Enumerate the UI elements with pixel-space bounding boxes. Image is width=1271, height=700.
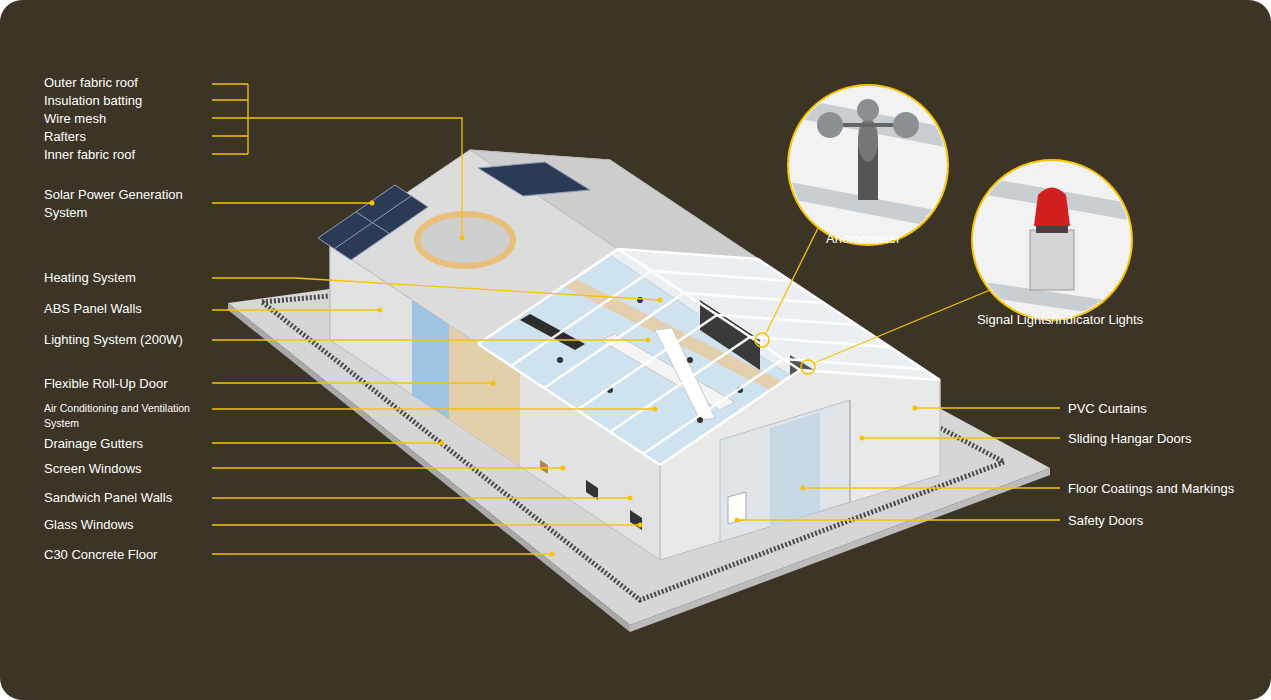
part-label: Floor Coatings and Markings xyxy=(1068,480,1263,498)
part-label: Drainage Gutters xyxy=(44,435,204,453)
signal-light-detail xyxy=(970,175,1140,320)
sliding-door xyxy=(720,400,850,542)
leader-dots xyxy=(370,201,918,557)
highlight-ring xyxy=(801,360,815,374)
part-label: Lighting System (200W) xyxy=(44,331,204,349)
part-label: Sliding Hangar Doors xyxy=(1068,430,1258,448)
door-seam xyxy=(850,400,851,502)
part-label: Anemometer xyxy=(826,230,926,248)
part-label: Screen Windows xyxy=(44,460,204,478)
roof-cutaway xyxy=(417,214,513,266)
part-label: Safety Doors xyxy=(1068,512,1258,530)
aircraft xyxy=(520,314,585,350)
part-label: Air Conditioning and Ventilation System xyxy=(44,401,209,431)
part-label: Solar Power Generation System xyxy=(44,186,194,222)
part-label: Sandwich Panel Walls xyxy=(44,489,204,507)
aircraft-wing xyxy=(655,328,715,420)
screen-window xyxy=(540,460,548,474)
solar-panel xyxy=(318,185,428,260)
window xyxy=(586,480,598,500)
part-label: ABS Panel Walls xyxy=(44,300,204,318)
safety-door xyxy=(728,492,746,524)
abs-wall xyxy=(449,324,520,466)
concrete-slab xyxy=(228,246,1050,625)
part-label: PVC Curtains xyxy=(1068,400,1258,418)
part-label: Wire mesh xyxy=(44,110,204,128)
highlight-ring xyxy=(755,333,769,347)
part-label: Signal Lights/Indicator Lights xyxy=(960,311,1160,329)
pvc-curtain xyxy=(770,412,820,527)
part-label: Flexible Roll-Up Door xyxy=(44,375,204,393)
window xyxy=(630,510,642,530)
zoom-circle xyxy=(788,85,948,245)
leader-lines xyxy=(212,84,1060,554)
part-label: Inner fabric roof xyxy=(44,146,204,164)
part-label: Insulation batting xyxy=(44,92,204,110)
part-label: Heating System xyxy=(44,269,204,287)
solar-panel xyxy=(478,162,590,196)
part-label: Rafters xyxy=(44,128,204,146)
part-label: C30 Concrete Floor xyxy=(44,546,204,564)
part-label: Glass Windows xyxy=(44,516,204,534)
roof-frame xyxy=(478,249,940,465)
gable-wall xyxy=(660,370,940,560)
solar-grid xyxy=(334,196,411,249)
part-label: Outer fabric roof xyxy=(44,74,204,92)
anemometer-detail xyxy=(780,95,960,232)
